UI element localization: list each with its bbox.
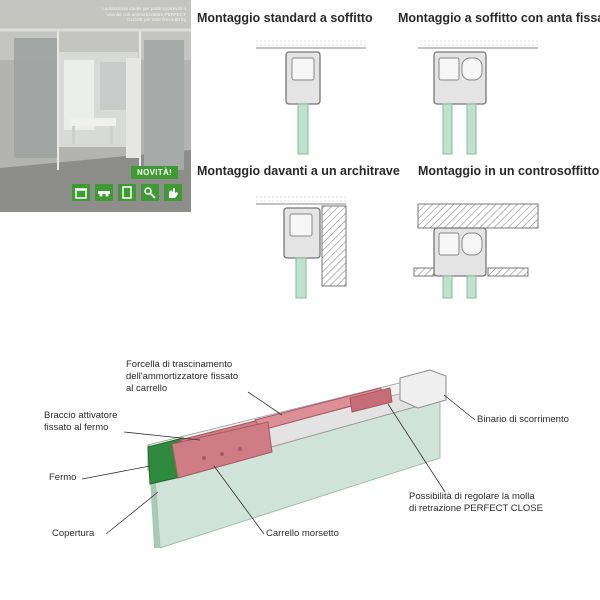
callout-rail: Binario di scorrimento <box>477 414 569 425</box>
adjust-icon <box>141 184 159 201</box>
new-badge: NOVITÀ! <box>131 166 178 179</box>
carriage-clamp <box>171 421 273 479</box>
panel-icon <box>118 184 136 201</box>
mount-title-standard: Montaggio standard a soffitto <box>197 11 373 25</box>
leader-lines <box>81 391 476 535</box>
rail-end <box>399 369 447 409</box>
mount-title-fixed-leaf: Montaggio a soffitto con anta fissa <box>398 11 600 25</box>
brochure-tagline: La soluzione ideale per porte scorrevoli… <box>102 6 186 23</box>
mount-title-lintel: Montaggio davanti a un architrave <box>197 164 400 178</box>
glass-edge <box>150 478 160 548</box>
fork-block <box>349 387 393 413</box>
office-room-photo <box>0 0 191 212</box>
hand-icon <box>164 184 182 201</box>
track-icon <box>95 184 113 201</box>
diagram-lintel <box>256 196 347 299</box>
feature-icons <box>72 184 182 201</box>
diagram-false-ceiling <box>413 203 539 299</box>
mount-title-false-ceiling: Montaggio in un controsoffitto <box>418 164 600 178</box>
callout-carriage: Carrello morsetto <box>266 528 339 539</box>
diagram-standard-ceiling <box>256 40 366 155</box>
door-icon <box>72 184 90 201</box>
brochure-thumbnail: La soluzione ideale per porte scorrevoli… <box>0 0 191 212</box>
callout-stop: Fermo <box>49 472 77 483</box>
diagram-fixed-leaf <box>418 40 538 155</box>
callout-cover: Copertura <box>52 528 95 539</box>
mounting-drawings <box>256 40 539 299</box>
